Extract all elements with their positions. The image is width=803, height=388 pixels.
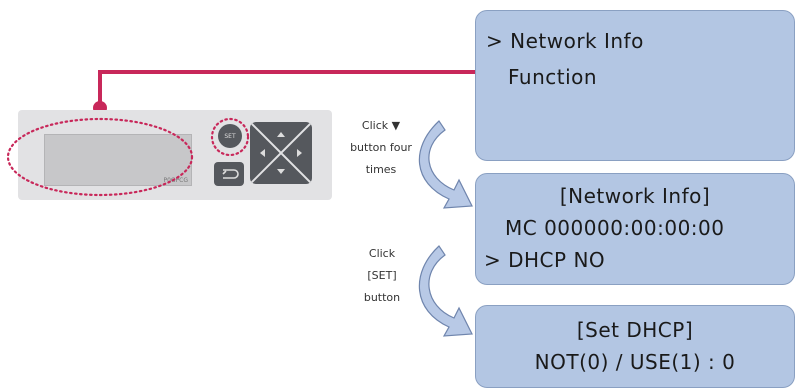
dhcp-option: NOT(0) / USE(1) : 0 [534,350,736,374]
menu-item-network-info: > Network Info [486,29,644,53]
screen-title: [Set DHCP] [576,318,694,342]
curved-arrow-icon [418,120,473,209]
screen-network-info: [Network Info] MC 000000:00:00:00 > DHCP… [475,173,795,285]
mac-address: MC 000000:00:00:00 [505,216,725,240]
screen-set-dhcp: [Set DHCP] NOT(0) / USE(1) : 0 [475,305,795,388]
device-display: P0GPCG [44,134,192,186]
direction-pad[interactable] [250,122,312,184]
back-button[interactable] [214,162,244,186]
model-label: P0GPCG [163,177,188,184]
up-arrow-icon [277,132,285,137]
right-arrow-icon [297,149,302,157]
down-arrow-icon [277,169,285,174]
dhcp-status: > DHCP NO [484,248,606,272]
left-arrow-icon [260,149,265,157]
menu-item-function: Function [508,65,598,89]
instruction-step-1: Click ▼ button four times [350,119,412,176]
screen-title: [Network Info] [559,184,711,208]
instruction-step-2: Click [SET] button [363,247,401,304]
screen-main-menu: > Network Info Function [475,10,795,161]
set-button[interactable]: SET [218,124,242,148]
control-panel-device: P0GPCG SET [18,110,332,200]
curved-arrow-icon [418,245,473,337]
return-icon [222,169,239,179]
